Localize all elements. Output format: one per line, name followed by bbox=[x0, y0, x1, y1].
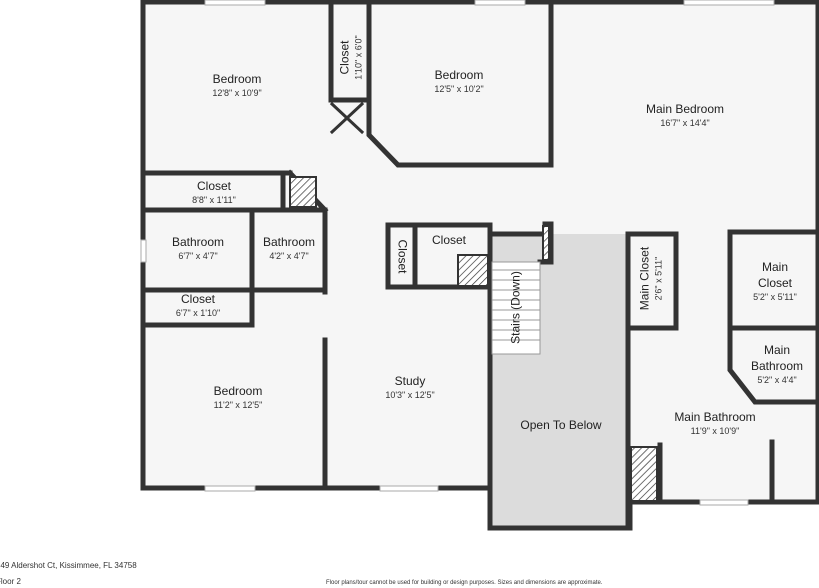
room-dims: 11'2" x 12'5" bbox=[213, 400, 263, 410]
chase-hatch bbox=[457, 254, 489, 287]
room-bedroom-2: Bedroom 12'5" x 10'2" bbox=[434, 68, 483, 95]
window bbox=[140, 239, 147, 263]
room-dims: 12'8" x 10'9" bbox=[212, 88, 262, 98]
room-bathroom-1: Bathroom 6'7" x 4'7" bbox=[172, 235, 224, 262]
wall bbox=[727, 325, 819, 405]
room-dims: 10'3" x 12'5" bbox=[385, 390, 435, 400]
window bbox=[699, 499, 749, 506]
wall bbox=[412, 222, 493, 290]
room-name: Main Bedroom bbox=[645, 102, 725, 116]
chase-hatch bbox=[542, 225, 550, 261]
room-main-bedroom: Main Bedroom 16'7" x 14'4" bbox=[646, 102, 724, 129]
disclaimer-text: Floor plans/tour cannot be used for buil… bbox=[326, 580, 603, 586]
window bbox=[204, 0, 266, 6]
room-dims: 6'7" x 4'7" bbox=[178, 251, 218, 261]
room-name: Closet bbox=[395, 239, 410, 274]
window bbox=[683, 0, 775, 6]
room-closet-top: Closet 1'10" x 6'0" bbox=[338, 18, 365, 98]
room-name: Main Closet bbox=[637, 246, 652, 311]
room-name: Bedroom bbox=[213, 384, 263, 398]
wall bbox=[537, 221, 554, 265]
chase-hatch bbox=[289, 176, 317, 208]
address-text: 349 Aldershot Ct, Kissimmee, FL 34758 bbox=[0, 561, 137, 570]
room-closet-hall: Closet 8'8" x 1'11" bbox=[192, 179, 236, 206]
room-name: Open To Below bbox=[520, 418, 602, 432]
room-name: Main Bathroom bbox=[674, 410, 756, 424]
room-dims: 16'7" x 14'4" bbox=[660, 118, 710, 128]
room-name: Stairs (Down) bbox=[508, 271, 523, 344]
wall bbox=[727, 229, 819, 331]
room-dims: 1'10" x 6'0" bbox=[353, 35, 364, 80]
room-bedroom-1: Bedroom 12'8" x 10'9" bbox=[212, 72, 261, 99]
room-name: Closet bbox=[337, 40, 352, 75]
room-main-closet-1: Main Closet 2'6" x 5'11" bbox=[638, 239, 665, 319]
window bbox=[379, 485, 439, 492]
room-dims: 11'9" x 10'9" bbox=[690, 426, 740, 436]
room-main-closet-2: Main Closet 5'2" x 5'11" bbox=[753, 259, 797, 303]
wall bbox=[625, 231, 679, 331]
wall bbox=[366, 97, 554, 168]
room-main-bathroom-small: Main Bathroom 5'2" x 4'4" bbox=[751, 342, 803, 386]
room-open-to-below: Open To Below bbox=[520, 418, 601, 433]
room-closet-small-v: Closet bbox=[395, 227, 410, 287]
room-dims: 6'7" x 1'10" bbox=[175, 308, 221, 318]
window bbox=[474, 0, 526, 6]
window bbox=[204, 485, 256, 492]
room-name: Bathroom bbox=[171, 235, 225, 249]
room-dims: 5'2" x 4'4" bbox=[757, 375, 797, 385]
floor-label: Floor 2 bbox=[0, 577, 21, 586]
room-main-bathroom: Main Bathroom 11'9" x 10'9" bbox=[674, 410, 755, 437]
room-dims: 5'2" x 5'11" bbox=[753, 292, 797, 302]
room-dims: 4'2" x 4'7" bbox=[269, 251, 309, 261]
room-dims: 2'6" x 5'11" bbox=[653, 256, 664, 301]
room-name: Study bbox=[394, 374, 426, 388]
room-closet-small-h: Closet bbox=[432, 233, 466, 248]
room-name: Closet bbox=[180, 292, 216, 306]
room-name: Closet bbox=[196, 179, 231, 193]
room-dims: 12'5" x 10'2" bbox=[434, 84, 484, 94]
room-study: Study 10'3" x 12'5" bbox=[385, 374, 434, 401]
door-opening bbox=[548, 178, 554, 220]
room-closet-lower: Closet 6'7" x 1'10" bbox=[176, 292, 220, 319]
room-dims: 8'8" x 1'11" bbox=[192, 195, 236, 205]
room-stairs: Stairs (Down) bbox=[509, 266, 524, 350]
room-name: Bedroom bbox=[434, 68, 484, 82]
chase-hatch bbox=[630, 446, 658, 502]
wall bbox=[329, 101, 365, 135]
room-name: Main Closet bbox=[757, 260, 792, 290]
room-bathroom-2: Bathroom 4'2" x 4'7" bbox=[263, 235, 315, 262]
room-name: Bedroom bbox=[212, 72, 262, 86]
room-name: Main Bathroom bbox=[750, 343, 804, 373]
room-name: Bathroom bbox=[262, 235, 316, 249]
room-bedroom-3: Bedroom 11'2" x 12'5" bbox=[214, 384, 263, 411]
stairs-outline bbox=[491, 261, 541, 355]
room-name: Closet bbox=[431, 233, 467, 247]
